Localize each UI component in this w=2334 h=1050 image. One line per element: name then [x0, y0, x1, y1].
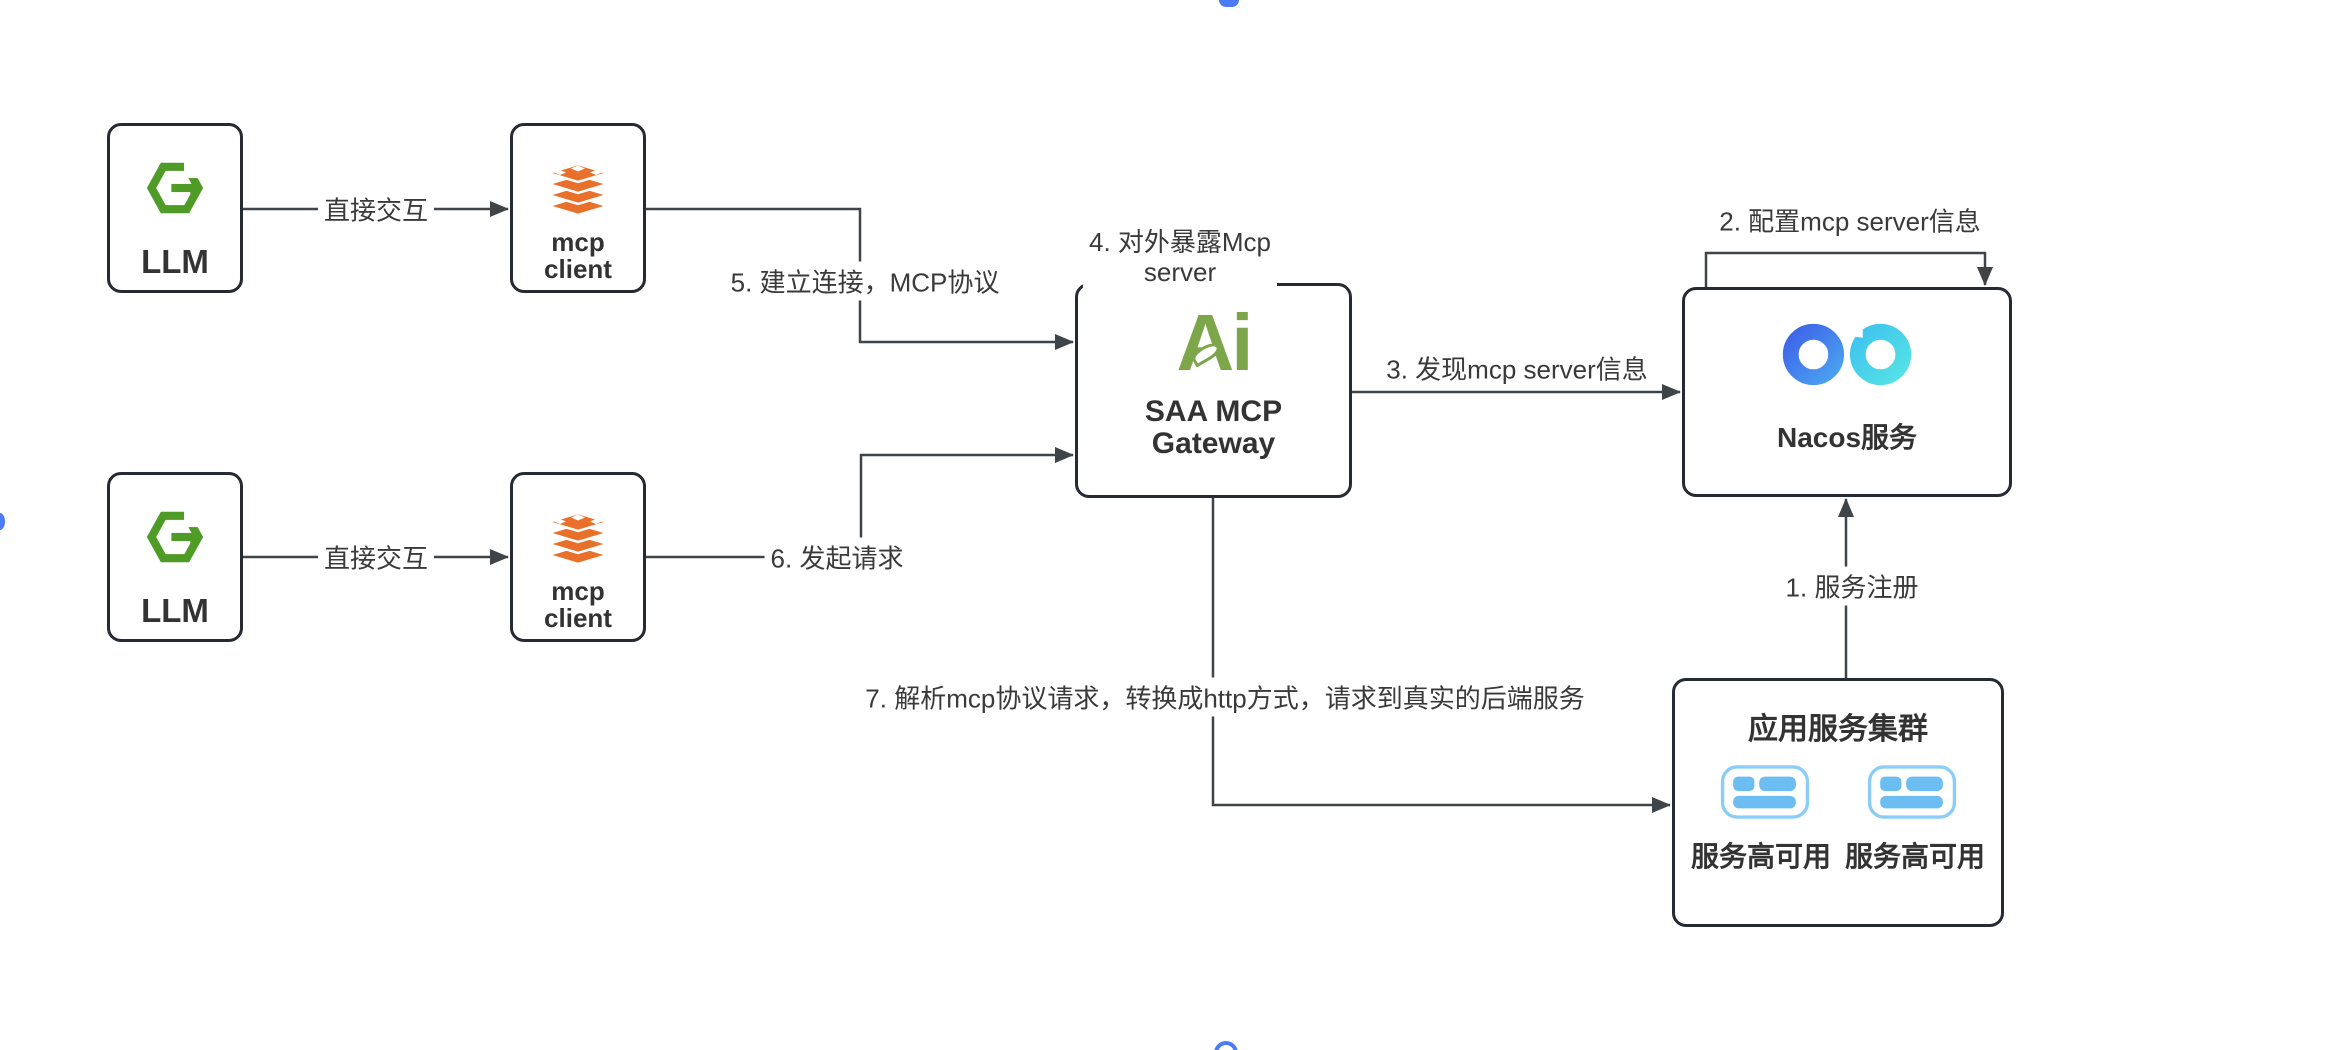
- mcp-client-top-label-line1: mcp: [551, 227, 605, 257]
- edge-label-step3: 3. 发现mcp server信息: [1380, 348, 1654, 388]
- hexagon-g-icon: [146, 509, 204, 570]
- connection-point-artifact-bottom: [1214, 1041, 1238, 1050]
- service-ha-label-2: 服务高可用: [1845, 841, 1986, 872]
- app-cluster-title: 应用服务集群: [1748, 713, 1928, 746]
- nacos-label: Nacos服务: [1776, 422, 1918, 453]
- edge-label-direct-bottom: 直接交互: [317, 537, 435, 577]
- llm-bottom-label: LLM: [141, 592, 209, 629]
- node-llm-top[interactable]: LLM: [107, 123, 243, 293]
- service-node-icon: [1866, 765, 1958, 824]
- hexagon-g-icon: [146, 160, 204, 221]
- edge-label-step5: 5. 建立连接，MCP协议: [724, 261, 1006, 301]
- edge-label-step7: 7. 解析mcp协议请求，转换成http方式，请求到真实的后端服务: [859, 677, 1591, 717]
- service-node-icon: [1719, 765, 1811, 824]
- edge-label-step2: 2. 配置mcp server信息: [1713, 200, 1987, 240]
- edge-label-step4-line2: server: [1143, 257, 1217, 287]
- mcp-client-bottom-label-line2: client: [544, 603, 612, 633]
- gateway-label-line2: Gateway: [1151, 427, 1276, 460]
- layers-stack-icon: [542, 162, 614, 227]
- connection-point-artifact-left: [0, 513, 5, 530]
- edge-step7-gateway-to-cluster: [1211, 498, 1671, 813]
- edge-step2-nacos-self-loop: [1704, 251, 1993, 287]
- edge-label-step4: 4. 对外暴露Mcp server: [1082, 226, 1278, 288]
- connection-point-artifact-top: [1219, 0, 1239, 7]
- llm-top-label: LLM: [141, 243, 209, 280]
- service-ha-label-1: 服务高可用: [1690, 841, 1831, 872]
- infinity-icon: [1768, 316, 1926, 398]
- edge-label-step6: 6. 发起请求: [764, 537, 910, 577]
- mcp-client-top-label-line2: client: [544, 254, 612, 284]
- mcp-client-bottom-label-line1: mcp: [551, 576, 605, 606]
- edge-step6-mcp-to-gateway: [646, 447, 1074, 559]
- node-mcp-client-bottom[interactable]: mcp client: [510, 472, 646, 642]
- ai-leaf-icon: Ai: [1177, 300, 1254, 385]
- edge-label-direct-top: 直接交互: [317, 189, 435, 229]
- node-saa-mcp-gateway[interactable]: Ai SAA MCP Gateway: [1075, 283, 1352, 498]
- node-mcp-client-top[interactable]: mcp client: [510, 123, 646, 293]
- node-app-cluster[interactable]: 应用服务集群 服务高可用 服务高可用: [1672, 678, 2004, 927]
- gateway-label-line1: SAA MCP: [1144, 395, 1283, 428]
- edge-label-step4-line1: 4. 对外暴露Mcp: [1088, 227, 1272, 257]
- edge-label-step1: 1. 服务注册: [1779, 566, 1925, 606]
- node-nacos[interactable]: Nacos服务: [1682, 287, 2012, 497]
- layers-stack-icon: [542, 511, 614, 576]
- node-llm-bottom[interactable]: LLM: [107, 472, 243, 642]
